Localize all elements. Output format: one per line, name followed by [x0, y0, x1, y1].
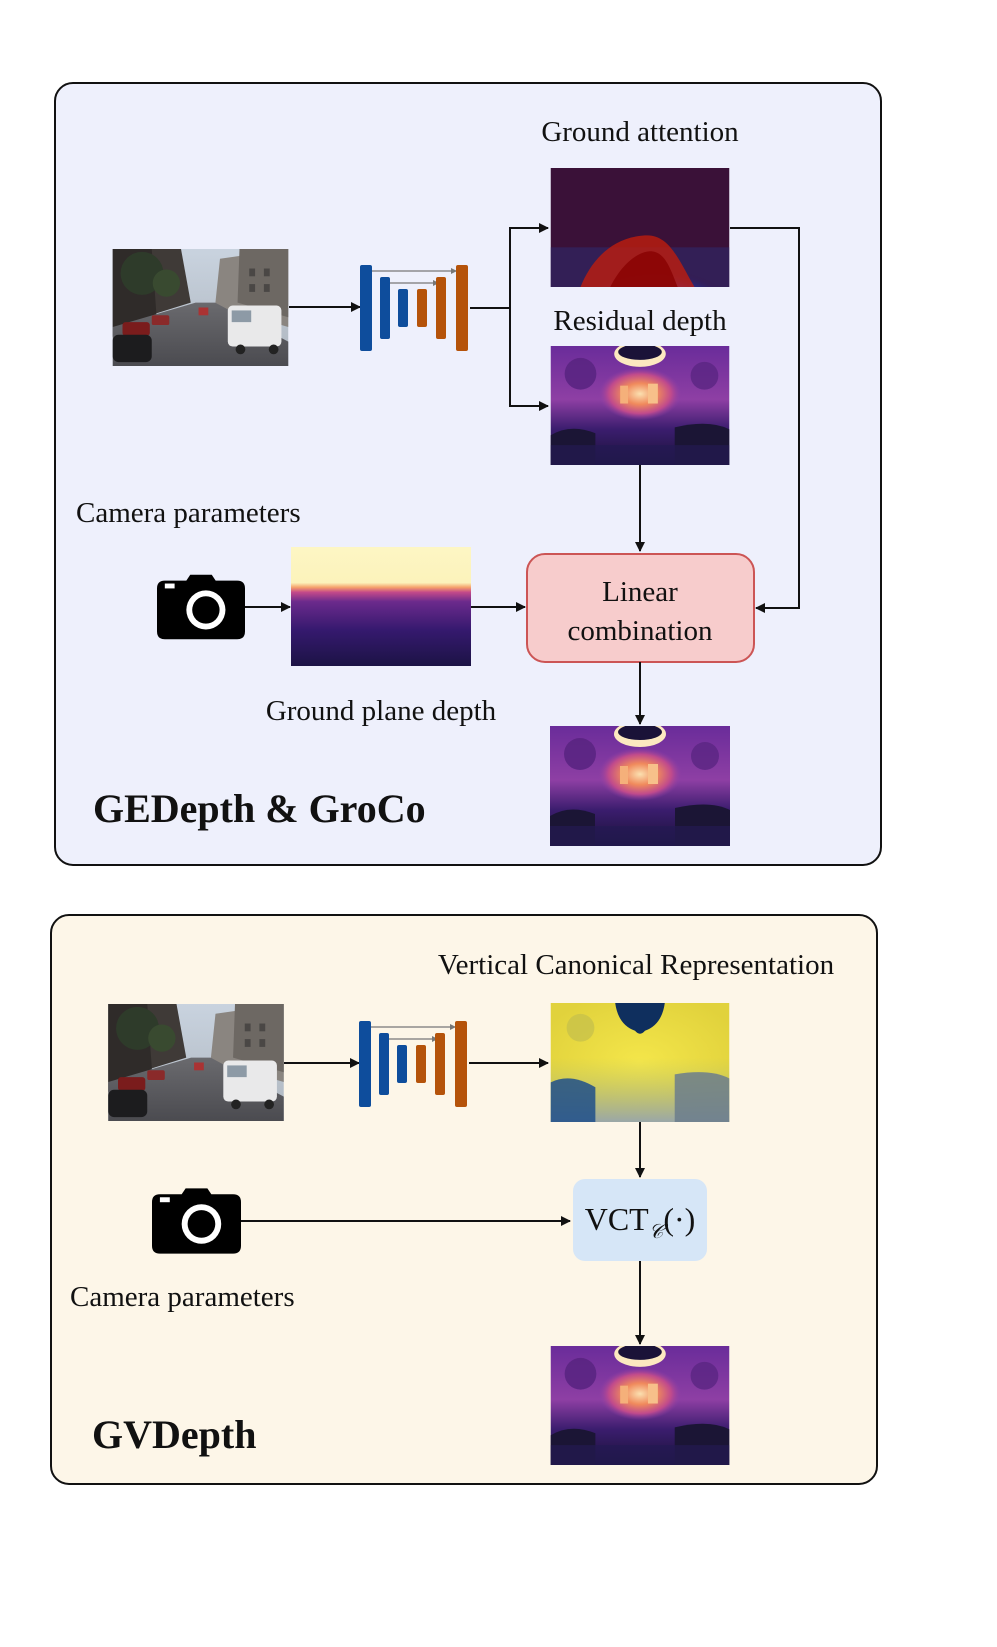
arrow-attention-to-combination: [730, 227, 800, 613]
vct-args: (·): [663, 1201, 695, 1237]
ground-plane-depth-label: Ground plane depth: [266, 695, 497, 727]
panel-gedepth-groco: Ground attention Residual depth Camera p…: [54, 82, 882, 866]
panel-top-background: [54, 82, 882, 866]
vct-main: VCT: [585, 1201, 649, 1237]
linear-combination-line1: Linear: [602, 576, 678, 608]
linear-combination-line2: combination: [568, 615, 713, 647]
camera-parameters-label-top: Camera parameters: [76, 497, 301, 529]
camera-icon: [157, 574, 245, 640]
output-depth-map-bottom: [550, 1346, 730, 1465]
residual-depth-map: [550, 346, 730, 465]
vertical-canonical-map: [550, 1003, 730, 1122]
panel-bottom-title: GVDepth: [92, 1412, 256, 1457]
camera-icon-bottom: [152, 1188, 241, 1254]
input-street-image-bottom: [108, 1004, 284, 1121]
vct-box: [573, 1179, 707, 1261]
arrow-network-to-attention: [470, 223, 549, 309]
ground-attention-label: Ground attention: [541, 116, 739, 148]
vct-expression: VCT𝒞(·): [585, 1201, 696, 1243]
arrow-network-to-residual: [509, 308, 549, 411]
vcr-label: Vertical Canonical Representation: [438, 949, 835, 981]
output-depth-map-top: [550, 726, 730, 846]
panel-top-title: GEDepth & GroCo: [93, 786, 426, 831]
input-street-image: [112, 249, 289, 366]
residual-depth-label: Residual depth: [553, 305, 727, 337]
ground-plane-depth-map: [291, 547, 471, 666]
camera-parameters-label-bottom: Camera parameters: [70, 1281, 295, 1313]
panel-gvdepth: Vertical Canonical Representation Camera…: [50, 914, 878, 1485]
